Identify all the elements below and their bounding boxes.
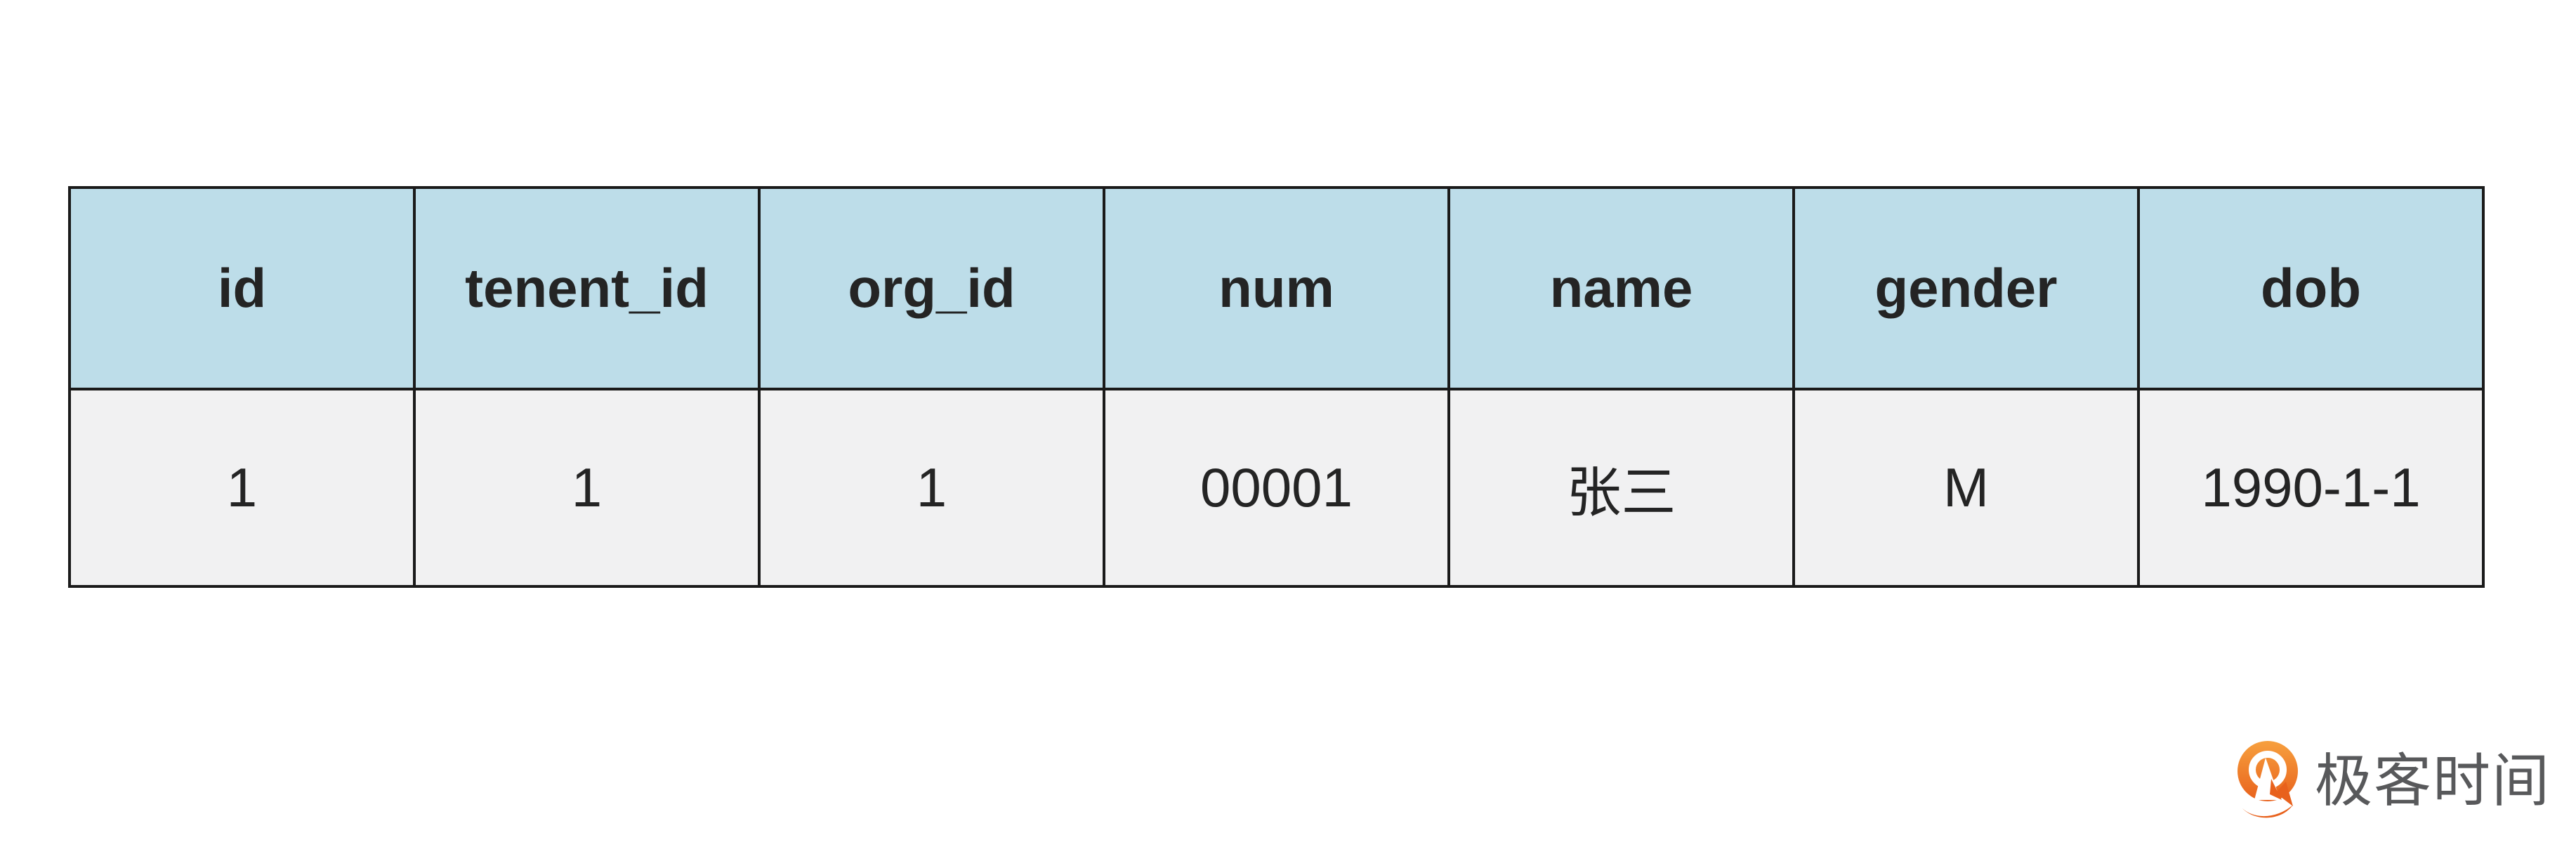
cell-id: 1	[68, 388, 416, 588]
table-header-row: id tenent_id org_id num name gender dob	[68, 186, 2485, 390]
column-header-name: name	[1447, 186, 1795, 390]
cell-org-id: 1	[758, 388, 1105, 588]
column-header-num: num	[1103, 186, 1450, 390]
cell-gender: M	[1792, 388, 2140, 588]
column-header-dob: dob	[2137, 186, 2485, 390]
table-row: 1 1 1 00001 张三 M 1990-1-1	[68, 388, 2485, 588]
employee-table-figure: id tenent_id org_id num name gender dob …	[68, 186, 2485, 588]
geektime-logo: 极客时间	[2237, 740, 2551, 823]
pin-swoosh	[2242, 805, 2293, 818]
employee-table: id tenent_id org_id num name gender dob …	[68, 186, 2485, 588]
geektime-logo-text: 极客时间	[2315, 749, 2551, 813]
pin-arrow-notch	[2270, 779, 2282, 800]
cell-dob: 1990-1-1	[2137, 388, 2485, 588]
cell-tenent-id: 1	[413, 388, 761, 588]
column-header-tenent-id: tenent_id	[413, 186, 761, 390]
cell-name: 张三	[1447, 388, 1795, 588]
geektime-pin-icon	[2237, 741, 2298, 818]
column-header-gender: gender	[1792, 186, 2140, 390]
column-header-id: id	[68, 186, 416, 390]
pin-tail	[2275, 782, 2293, 806]
column-header-org-id: org_id	[758, 186, 1105, 390]
cell-num: 00001	[1103, 388, 1450, 588]
